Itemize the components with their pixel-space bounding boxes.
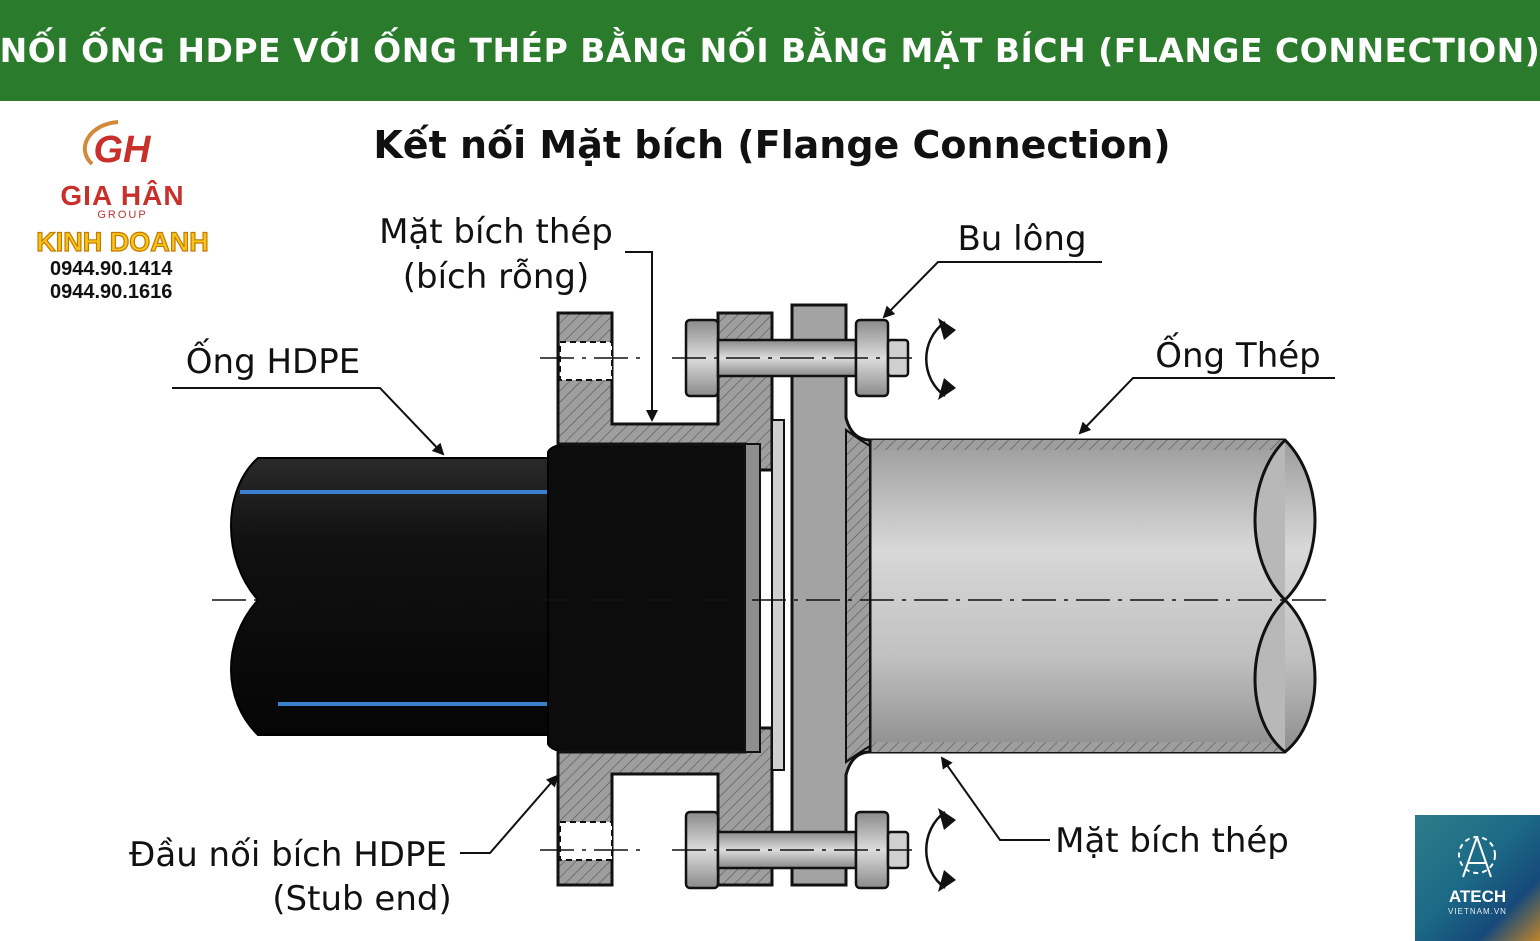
- atech-badge: ATECH VIETNAM.VN: [1415, 815, 1540, 941]
- rotation-arrow-bottom-icon: [925, 808, 956, 892]
- stub-end: [547, 443, 761, 753]
- atech-sub: VIETNAM.VN: [1448, 907, 1507, 916]
- gia-han-logo: GH GIA HÂN GROUP KINH DOANH 0944.90.1414…: [20, 118, 225, 304]
- banner-title: NỐI ỐNG HDPE VỚI ỐNG THÉP BẰNG NỐI BẰNG …: [0, 31, 1540, 70]
- rotation-arrow-top-icon: [925, 318, 956, 400]
- atech-logo-icon: [1458, 836, 1496, 878]
- label-steel-pipe: Ống Thép: [1155, 331, 1321, 376]
- hdpe-pipe: [230, 457, 561, 736]
- gh-logo-icon: GH: [20, 118, 225, 180]
- title-banner: NỐI ỐNG HDPE VỚI ỐNG THÉP BẰNG NỐI BẰNG …: [0, 0, 1540, 101]
- flange-connection-diagram: Kết nối Mặt bích (Flange Connection): [129, 123, 1335, 919]
- phone-2: 0944.90.1616: [50, 281, 173, 303]
- label-stub-end-line2: (Stub end): [272, 879, 451, 919]
- brand-name: GIA HÂN: [60, 180, 185, 211]
- brand-group: GROUP: [97, 209, 148, 221]
- label-bolt: Bu lông: [957, 219, 1086, 259]
- hdpe-flange-holes: [559, 341, 613, 861]
- sales-label: KINH DOANH: [36, 226, 210, 257]
- diagram-title: Kết nối Mặt bích (Flange Connection): [373, 123, 1170, 167]
- gh-mark-text: GH: [94, 129, 153, 171]
- label-steel-flange: Mặt bích thép: [1055, 821, 1289, 861]
- phone-1: 0944.90.1414: [50, 258, 173, 280]
- atech-name: ATECH: [1448, 887, 1507, 906]
- leader-lines: [172, 251, 1335, 854]
- label-stub-end-line1: Đầu nối bích HDPE: [129, 835, 447, 875]
- steel-flange: [790, 303, 872, 887]
- label-hollow-flange-line1: Mặt bích thép: [379, 212, 613, 252]
- label-hollow-flange-line2: (bích rỗng): [403, 257, 590, 297]
- center-lines: [212, 357, 1330, 851]
- label-hdpe-pipe: Ống HDPE: [186, 337, 360, 382]
- steel-pipe: [858, 438, 1317, 754]
